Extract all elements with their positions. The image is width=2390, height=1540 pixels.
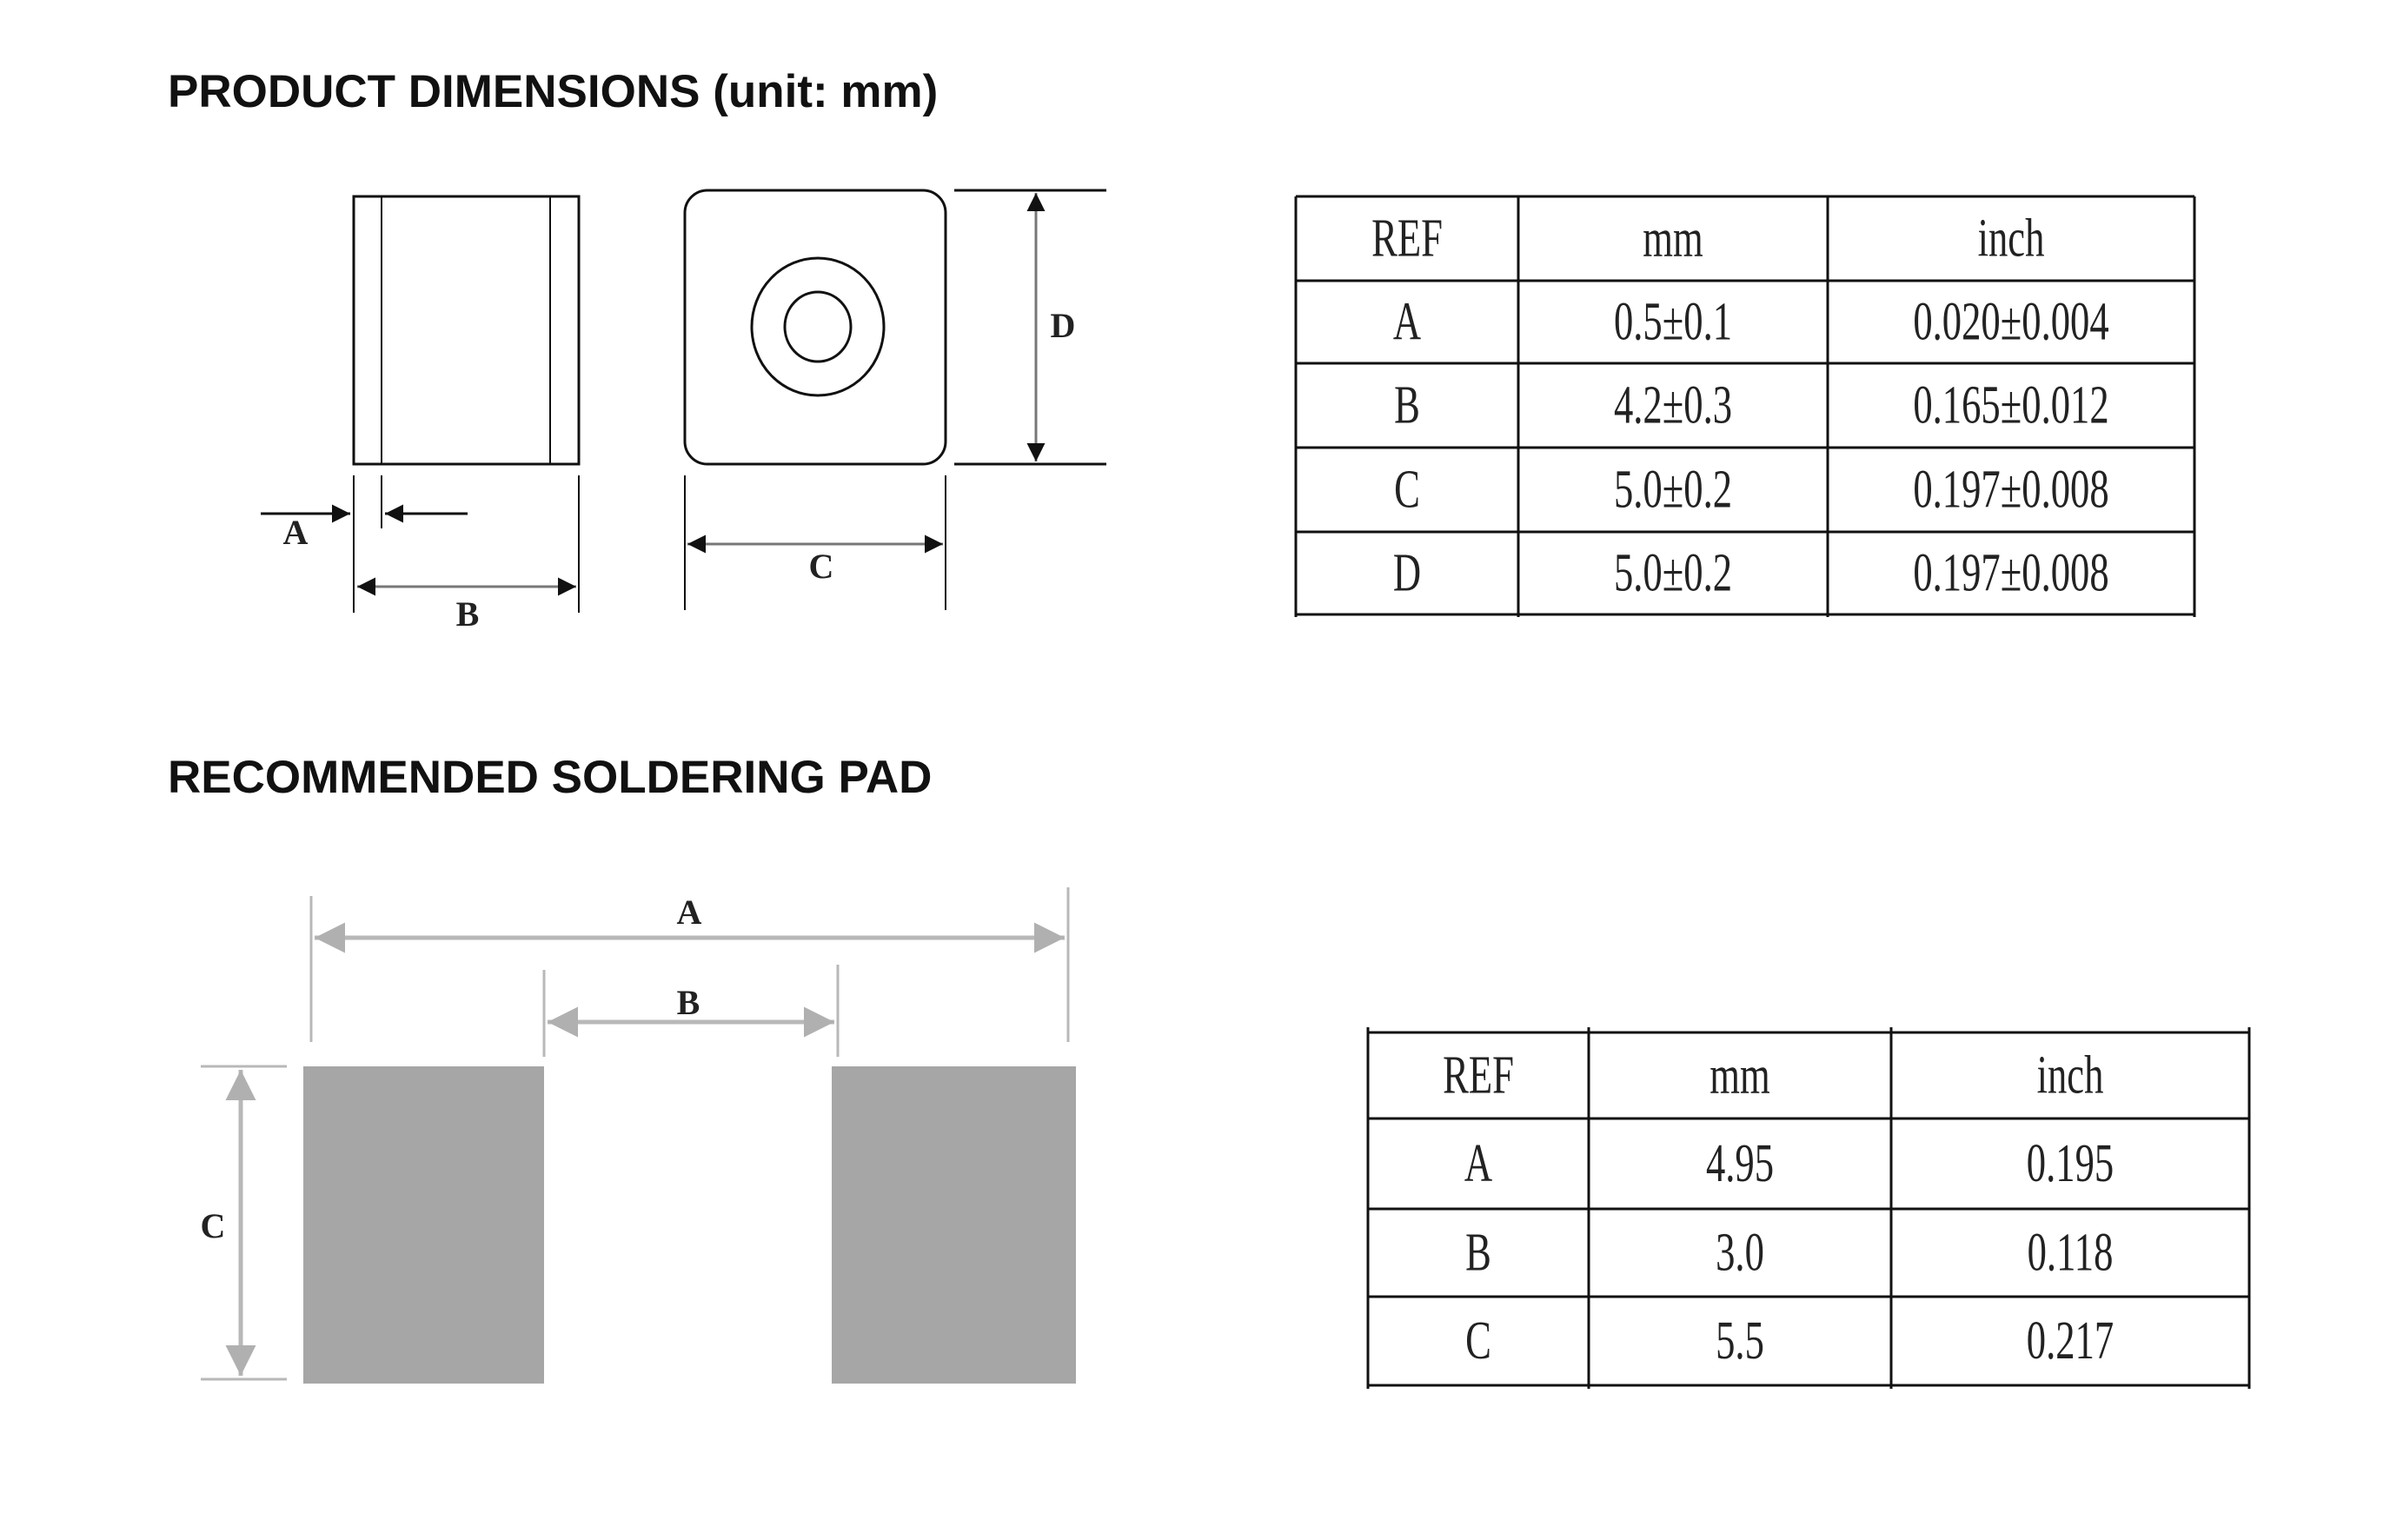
table-cell: 4.2±0.3 (1614, 375, 1732, 435)
soldering-pad-heading: RECOMMENDED SOLDERING PAD (168, 752, 933, 803)
table-cell: 4.95 (1706, 1133, 1774, 1193)
dim-label-c: C (809, 547, 834, 586)
table-cell: 0.195 (2027, 1133, 2114, 1193)
dim-label-d: D (1051, 306, 1076, 345)
table-header-cell: REF (1443, 1045, 1514, 1105)
table-header-cell: mm (1710, 1045, 1769, 1105)
dim-label-a: A (283, 513, 309, 552)
table-header-cell: inch (1978, 208, 2045, 268)
table-cell: 5.0±0.2 (1614, 542, 1732, 602)
table-header-cell: mm (1643, 208, 1703, 268)
top-view-drawing (683, 189, 1106, 610)
table-cell: 0.217 (2027, 1311, 2114, 1371)
table-cell: 0.118 (2028, 1222, 2114, 1282)
product-dimensions-heading: PRODUCT DIMENSIONS (unit: mm) (168, 66, 939, 117)
table-cell: 0.5±0.1 (1614, 291, 1732, 351)
table-cell: 0.020±0.004 (1913, 291, 2108, 351)
pad-label-c: C (201, 1206, 226, 1245)
table-cell: 0.197±0.008 (1913, 459, 2108, 519)
table-cell: C (1465, 1311, 1491, 1371)
table-cell: 0.197±0.008 (1913, 542, 2108, 602)
left-pad (303, 1066, 544, 1384)
table-cell: C (1394, 459, 1420, 519)
table-cell: A (1393, 291, 1421, 351)
table-cell: 3.0 (1716, 1222, 1764, 1282)
dim-label-b: B (456, 594, 480, 634)
table-header-cell: REF (1371, 208, 1443, 268)
table-cell: 5.0±0.2 (1614, 459, 1732, 519)
table-cell: 5.5 (1716, 1311, 1764, 1371)
right-pad (832, 1066, 1076, 1384)
dimensions-table (1294, 195, 2196, 617)
table-cell: B (1394, 375, 1420, 435)
table-header-cell: inch (2037, 1045, 2104, 1105)
table-cell: A (1464, 1133, 1492, 1193)
table-cell: 0.165±0.012 (1913, 375, 2108, 435)
table-cell: B (1465, 1222, 1491, 1282)
soldering-pad-drawing (201, 887, 1076, 1384)
pad-label-a: A (677, 893, 702, 932)
pad-label-b: B (677, 983, 700, 1022)
soldering-pad-table (1366, 1027, 2251, 1389)
table-cell: D (1393, 542, 1421, 602)
side-view-drawing (261, 195, 581, 613)
